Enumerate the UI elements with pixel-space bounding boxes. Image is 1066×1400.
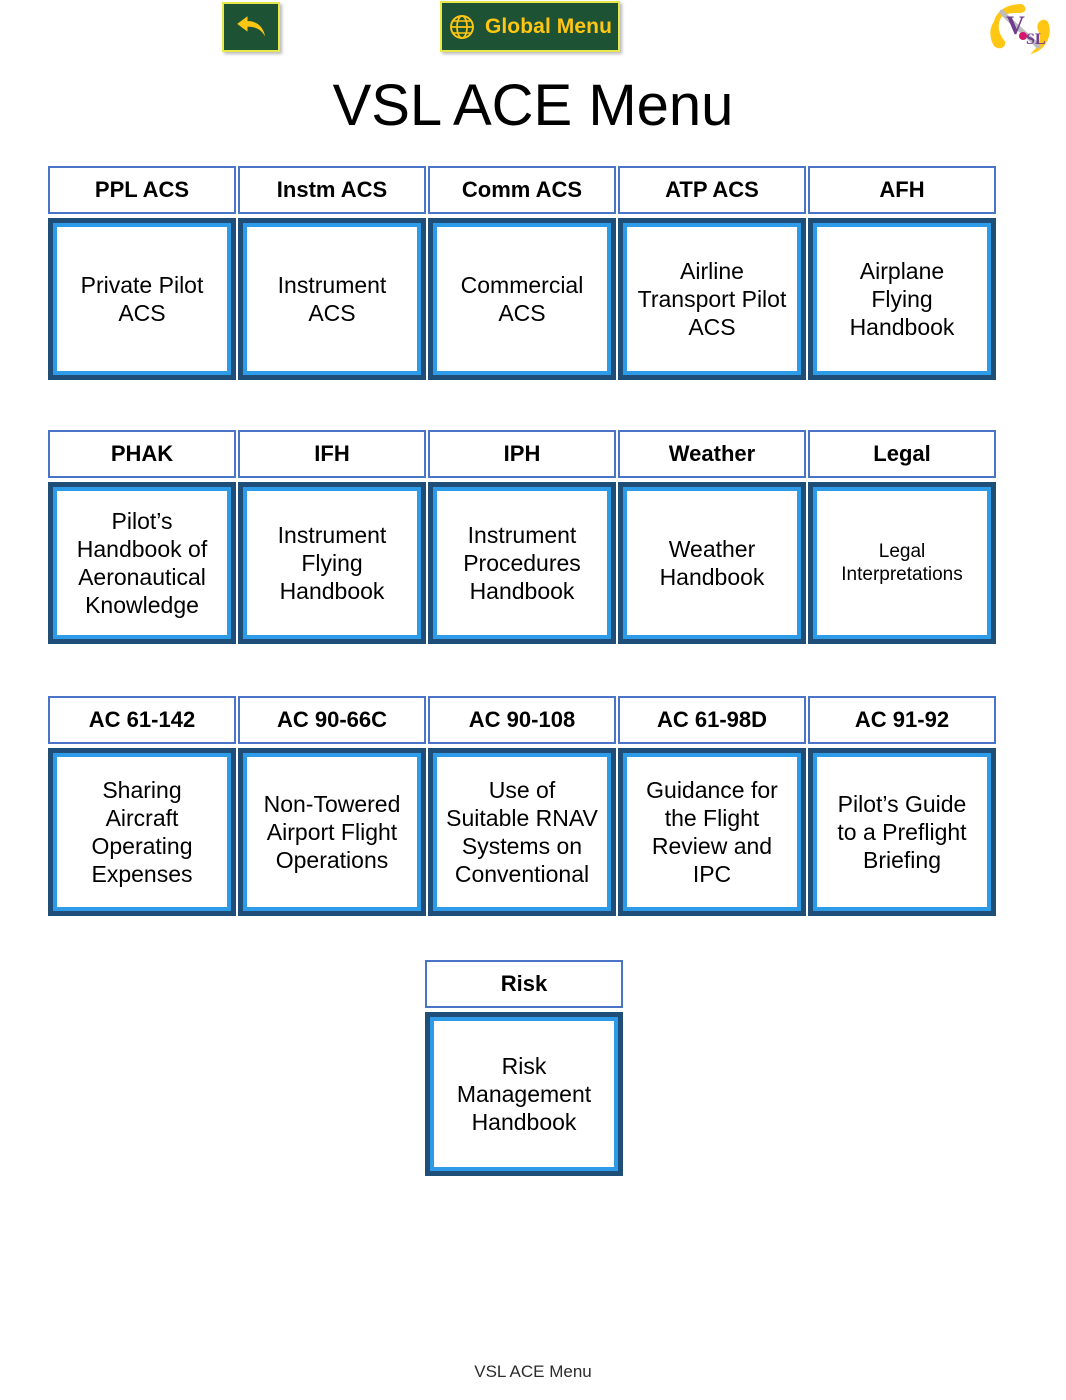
menu-item-pilots-handbook-of-aeronautical-knowledge[interactable]: Pilot’s Handbook of Aeronautical Knowled… (48, 482, 236, 644)
globe-icon (448, 13, 476, 41)
menu-header-ac-91-92[interactable]: AC 91-92 (808, 696, 996, 744)
page-title: VSL ACE Menu (332, 73, 734, 138)
menu-header-ifh[interactable]: IFH (238, 430, 426, 478)
menu-column: IPH Instrument Procedures Handbook (428, 430, 618, 644)
menu-item-label: Pilot’s Handbook of Aeronautical Knowled… (76, 507, 208, 619)
menu-column: AC 90-108 Use of Suitable RNAV Systems o… (428, 696, 618, 916)
menu-column: IFH Instrument Flying Handbook (238, 430, 428, 644)
svg-text:SL: SL (1026, 31, 1046, 48)
menu-header-comm-acs[interactable]: Comm ACS (428, 166, 616, 214)
menu-group-3: AC 61-142 Sharing Aircraft Operating Exp… (48, 696, 998, 916)
menu-column: Risk Risk Management Handbook (425, 960, 625, 1176)
menu-header-legal[interactable]: Legal (808, 430, 996, 478)
menu-header-instm-acs[interactable]: Instm ACS (238, 166, 426, 214)
menu-item-legal-interpretations[interactable]: Legal Interpretations (808, 482, 996, 644)
menu-item-label: Instrument Flying Handbook (277, 521, 387, 605)
menu-item-instrument-flying-handbook[interactable]: Instrument Flying Handbook (238, 482, 426, 644)
menu-item-sharing-aircraft-operating-expenses[interactable]: Sharing Aircraft Operating Expenses (48, 748, 236, 916)
menu-item-airline-transport-pilot-acs[interactable]: Airline Transport Pilot ACS (618, 218, 806, 380)
menu-header-risk[interactable]: Risk (425, 960, 623, 1008)
menu-header-ac-90-108[interactable]: AC 90-108 (428, 696, 616, 744)
back-button[interactable] (222, 2, 280, 52)
menu-item-instrument-acs[interactable]: Instrument ACS (238, 218, 426, 380)
top-toolbar: Global Menu V SL (0, 0, 1066, 60)
menu-item-label: Guidance for the Flight Review and IPC (646, 776, 778, 888)
menu-item-airplane-flying-handbook[interactable]: Airplane Flying Handbook (808, 218, 996, 380)
menu-header-phak[interactable]: PHAK (48, 430, 236, 478)
menu-item-use-of-suitable-rnav-systems[interactable]: Use of Suitable RNAV Systems on Conventi… (428, 748, 616, 916)
menu-column: Weather Weather Handbook (618, 430, 808, 644)
menu-column: AC 61-98D Guidance for the Flight Review… (618, 696, 808, 916)
menu-item-commercial-acs[interactable]: Commercial ACS (428, 218, 616, 380)
menu-header-ppl-acs[interactable]: PPL ACS (48, 166, 236, 214)
menu-column: AC 91-92 Pilot’s Guide to a Preflight Br… (808, 696, 998, 916)
menu-item-label: Pilot’s Guide to a Preflight Briefing (837, 790, 967, 874)
menu-header-ac-90-66c[interactable]: AC 90-66C (238, 696, 426, 744)
menu-item-private-pilot-acs[interactable]: Private Pilot ACS (48, 218, 236, 380)
menu-item-label: Instrument Procedures Handbook (463, 521, 581, 605)
menu-item-label: Use of Suitable RNAV Systems on Conventi… (446, 776, 598, 888)
menu-item-label: Commercial ACS (460, 271, 584, 326)
menu-group-1: PPL ACS Private Pilot ACS Instm ACS Inst… (48, 166, 998, 380)
menu-header-weather[interactable]: Weather (618, 430, 806, 478)
footer-text: VSL ACE Menu (474, 1362, 592, 1381)
svg-text:V: V (1006, 11, 1025, 40)
menu-column: Instm ACS Instrument ACS (238, 166, 428, 380)
back-arrow-icon (234, 12, 268, 42)
menu-item-guidance-for-flight-review-and-ipc[interactable]: Guidance for the Flight Review and IPC (618, 748, 806, 916)
menu-column: PHAK Pilot’s Handbook of Aeronautical Kn… (48, 430, 238, 644)
menu-item-pilots-guide-to-a-preflight-briefing[interactable]: Pilot’s Guide to a Preflight Briefing (808, 748, 996, 916)
menu-item-label: Non-Towered Airport Flight Operations (263, 790, 401, 874)
menu-item-instrument-procedures-handbook[interactable]: Instrument Procedures Handbook (428, 482, 616, 644)
menu-column: AFH Airplane Flying Handbook (808, 166, 998, 380)
menu-item-non-towered-airport-flight-operations[interactable]: Non-Towered Airport Flight Operations (238, 748, 426, 916)
menu-item-label: Private Pilot ACS (80, 271, 204, 326)
menu-column: AC 90-66C Non-Towered Airport Flight Ope… (238, 696, 428, 916)
menu-column: PPL ACS Private Pilot ACS (48, 166, 238, 380)
menu-header-ac-61-98d[interactable]: AC 61-98D (618, 696, 806, 744)
menu-column: Comm ACS Commercial ACS (428, 166, 618, 380)
menu-item-label: Weather Handbook (659, 535, 765, 590)
menu-item-label: Airline Transport Pilot ACS (637, 257, 787, 341)
menu-header-afh[interactable]: AFH (808, 166, 996, 214)
global-menu-label: Global Menu (484, 14, 613, 38)
menu-group-risk: Risk Risk Management Handbook (425, 960, 625, 1176)
menu-header-iph[interactable]: IPH (428, 430, 616, 478)
menu-column: ATP ACS Airline Transport Pilot ACS (618, 166, 808, 380)
menu-group-2: PHAK Pilot’s Handbook of Aeronautical Kn… (48, 430, 998, 644)
menu-header-atp-acs[interactable]: ATP ACS (618, 166, 806, 214)
global-menu-button[interactable]: Global Menu (440, 1, 620, 52)
menu-item-label: Airplane Flying Handbook (849, 257, 955, 341)
menu-item-label: Risk Management Handbook (456, 1052, 592, 1136)
menu-item-label: Instrument ACS (277, 271, 387, 326)
menu-column: AC 61-142 Sharing Aircraft Operating Exp… (48, 696, 238, 916)
vsl-logo: V SL (982, 0, 1058, 62)
menu-header-ac-61-142[interactable]: AC 61-142 (48, 696, 236, 744)
menu-item-risk-management-handbook[interactable]: Risk Management Handbook (425, 1012, 623, 1176)
menu-column: Legal Legal Interpretations (808, 430, 998, 644)
menu-item-weather-handbook[interactable]: Weather Handbook (618, 482, 806, 644)
menu-item-label: Sharing Aircraft Operating Expenses (91, 776, 193, 888)
menu-item-label: Legal Interpretations (841, 540, 963, 585)
